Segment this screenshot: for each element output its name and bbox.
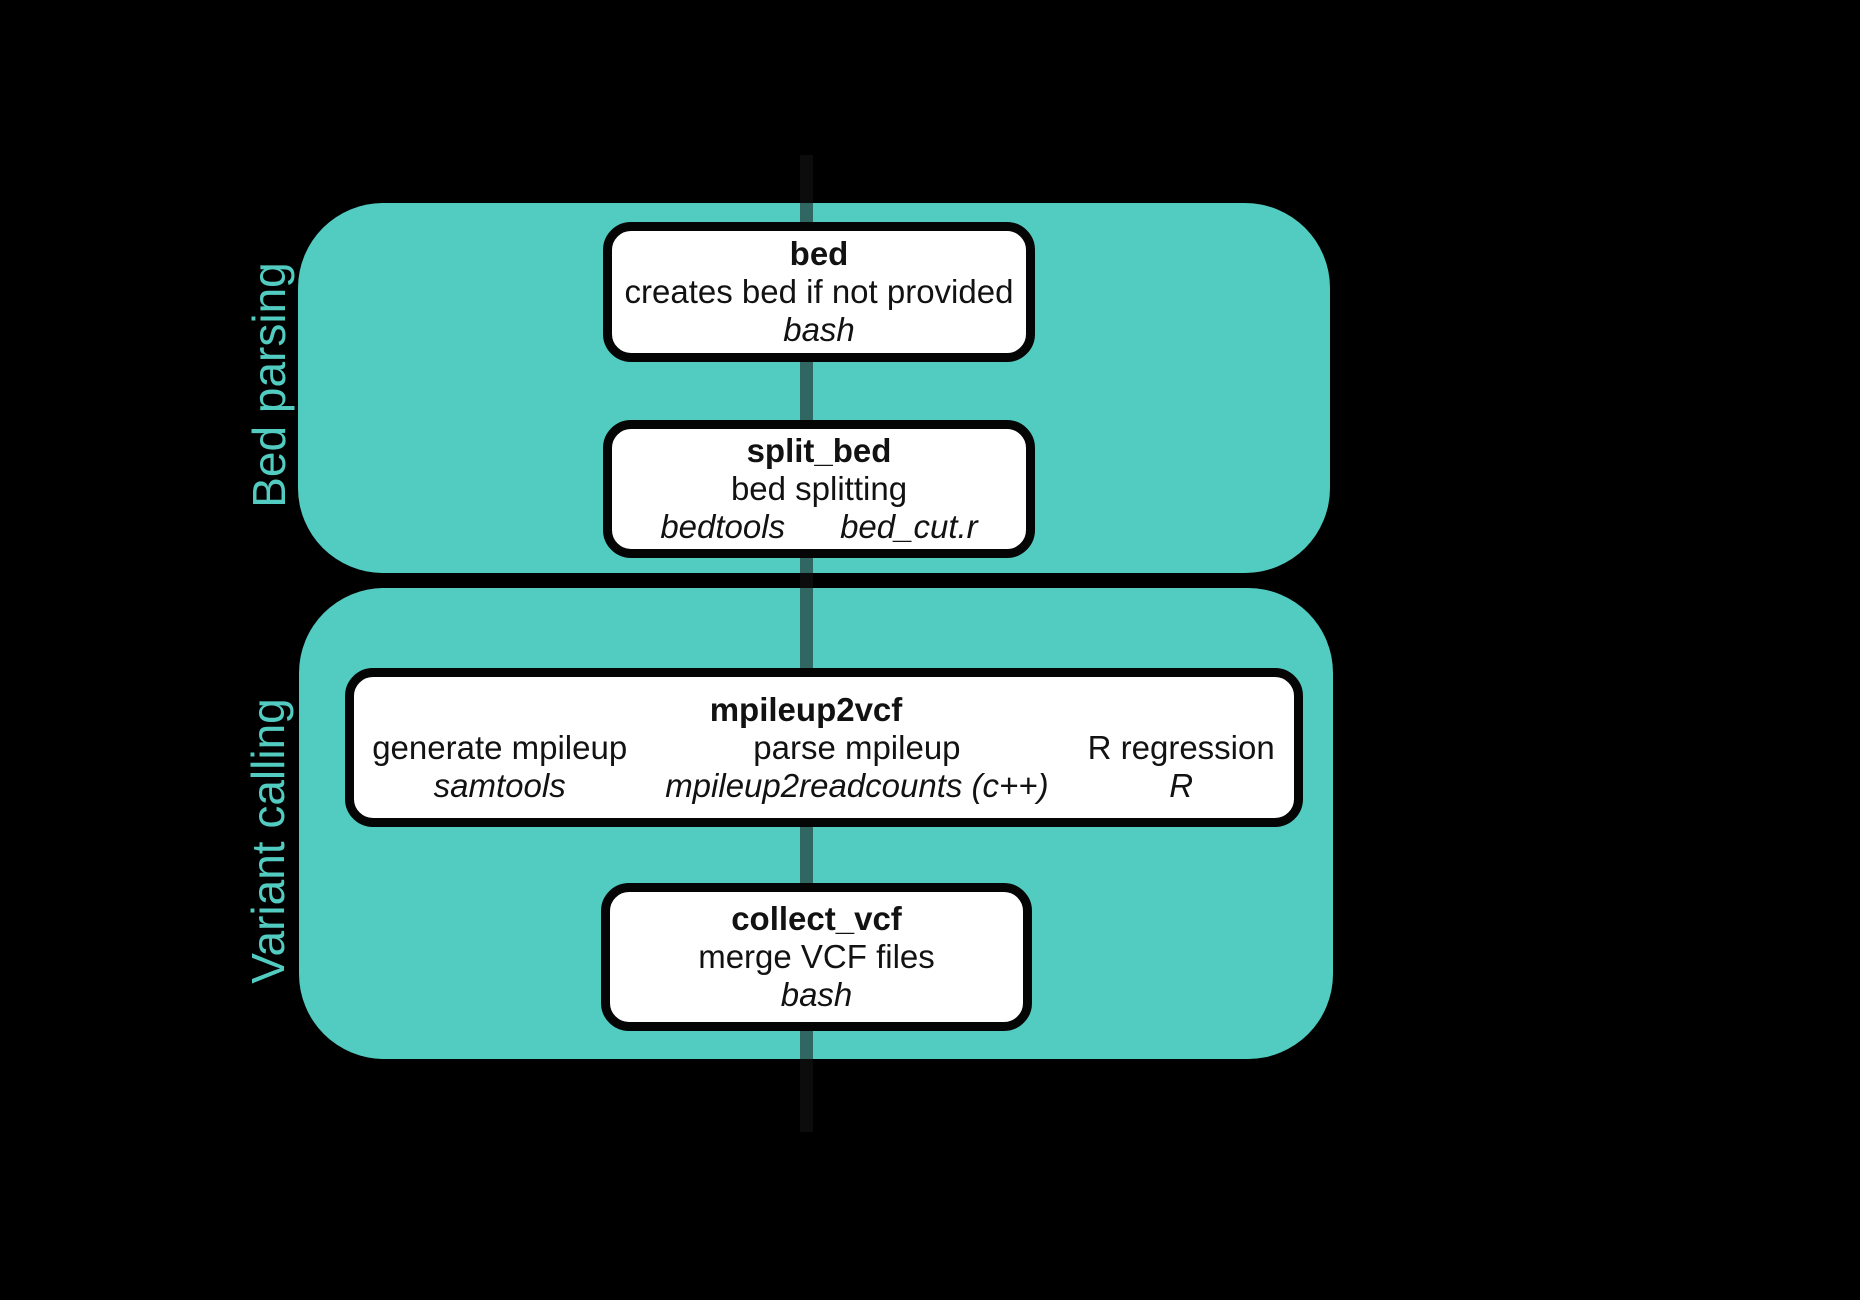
group-label-bed-parsing: Bed parsing: [243, 262, 295, 508]
node-collect-vcf: collect_vcf merge VCF files bash: [601, 883, 1032, 1031]
node-split-bed-tool-bed-cut-r: bed_cut.r: [840, 508, 978, 545]
node-bed-description: creates bed if not provided: [624, 273, 1014, 310]
node-collect-vcf-title: collect_vcf: [731, 900, 902, 937]
mpileup2vcf-step-parse: parse mpileup: [753, 728, 961, 766]
node-bed: bed creates bed if not provided bash: [603, 222, 1035, 362]
mpileup2vcf-column-generate: generate mpileup samtools: [354, 729, 645, 805]
node-collect-vcf-description: merge VCF files: [698, 938, 935, 975]
mpileup2vcf-column-parse: parse mpileup mpileup2readcounts (c++): [645, 729, 1068, 805]
node-split-bed: split_bed bed splitting bedtools bed_cut…: [603, 420, 1035, 558]
node-split-bed-title: split_bed: [746, 432, 892, 469]
mpileup2vcf-tool-mpileup2readcounts: mpileup2readcounts (c++): [665, 766, 1049, 804]
node-mpileup2vcf-columns: generate mpileup samtools parse mpileup …: [354, 729, 1294, 805]
node-bed-title: bed: [789, 235, 849, 272]
mpileup2vcf-step-generate: generate mpileup: [372, 728, 628, 766]
group-label-variant-calling: Variant calling: [242, 698, 294, 984]
node-split-bed-tools: bedtools bed_cut.r: [660, 508, 977, 546]
node-mpileup2vcf-title: mpileup2vcf: [709, 690, 903, 728]
mpileup2vcf-column-regression: R regression R: [1068, 729, 1294, 805]
node-split-bed-tool-bedtools: bedtools: [660, 508, 786, 545]
mpileup2vcf-tool-samtools: samtools: [433, 766, 566, 804]
node-mpileup2vcf: mpileup2vcf generate mpileup samtools pa…: [345, 668, 1303, 827]
node-collect-vcf-tool: bash: [780, 976, 853, 1013]
node-bed-tool: bash: [783, 311, 855, 348]
node-split-bed-description: bed splitting: [730, 470, 908, 507]
mpileup2vcf-step-regression: R regression: [1087, 728, 1275, 766]
mpileup2vcf-tool-r: R: [1169, 766, 1194, 804]
